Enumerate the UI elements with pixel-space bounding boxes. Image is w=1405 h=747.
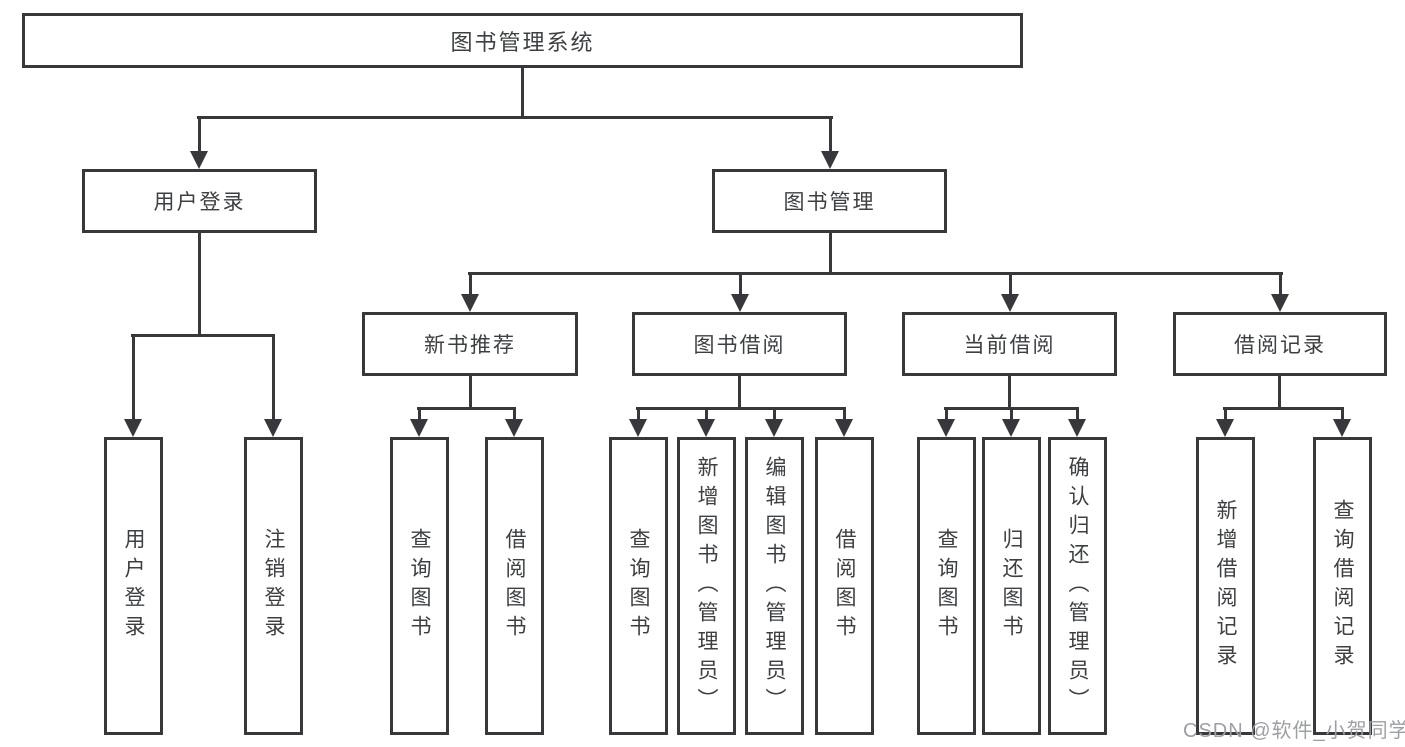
arrow-down-icon (461, 294, 479, 312)
leaf-borrow-books: 借阅图书 (815, 437, 874, 735)
node-current-borrow: 当前借阅 (902, 312, 1117, 376)
arrow-down-icon (821, 151, 839, 169)
arrow-down-icon (1216, 419, 1234, 437)
leaf-query-borrow-record: 查询借阅记录 (1313, 437, 1372, 735)
connector-line (637, 407, 640, 421)
arrow-down-icon (937, 419, 955, 437)
arrow-down-icon (731, 294, 749, 312)
connector-line (829, 116, 832, 153)
leaf-logout: 注销登录 (244, 437, 303, 735)
node-label: 查询图书 (935, 528, 958, 644)
connector-line (521, 68, 524, 118)
arrow-down-icon (190, 151, 208, 169)
arrow-down-icon (264, 419, 282, 437)
node-borrow-records: 借阅记录 (1173, 312, 1387, 376)
node-user-login: 用户登录 (82, 169, 317, 233)
leaf-return-books: 归还图书 (982, 437, 1041, 735)
connector-line (636, 407, 846, 410)
leaf-borrow-books-recommend: 借阅图书 (485, 437, 544, 735)
connector-line (417, 407, 516, 410)
arrow-down-icon (410, 419, 428, 437)
node-label: 当前借阅 (963, 334, 1056, 357)
node-book-borrow: 图书借阅 (632, 312, 847, 376)
node-label: 查询图书 (627, 528, 650, 644)
arrow-down-icon (1001, 294, 1019, 312)
leaf-confirm-return-admin: 确认归还（管理员） (1048, 437, 1107, 735)
arrow-down-icon (1333, 419, 1351, 437)
leaf-add-borrow-record: 新增借阅记录 (1196, 437, 1255, 735)
arrow-down-icon (765, 419, 783, 437)
node-label: 确认归还（管理员） (1066, 455, 1089, 717)
connector-line (1224, 407, 1227, 421)
leaf-query-books-borrow: 查询图书 (609, 437, 668, 735)
node-label: 编辑图书（管理员） (763, 455, 786, 717)
connector-line (1223, 407, 1344, 410)
arrow-down-icon (1002, 419, 1020, 437)
leaf-user-login: 用户登录 (104, 437, 163, 735)
node-label: 图书管理 (783, 191, 876, 214)
connector-line (469, 376, 472, 409)
node-book-management: 图书管理 (712, 169, 947, 233)
connector-line (198, 233, 201, 336)
connector-line (843, 407, 846, 421)
connector-line (1008, 376, 1011, 409)
node-new-book-recommend: 新书推荐 (362, 312, 578, 376)
leaf-add-books-admin: 新增图书（管理员） (677, 437, 736, 735)
connector-line (132, 334, 135, 421)
connector-line (705, 407, 708, 421)
node-label: 借阅图书 (503, 528, 526, 644)
connector-line (198, 116, 201, 153)
arrow-down-icon (1068, 419, 1086, 437)
connector-line (1076, 407, 1079, 421)
arrow-down-icon (835, 419, 853, 437)
connector-line (469, 272, 472, 296)
node-label: 借阅图书 (833, 528, 856, 644)
arrow-down-icon (629, 419, 647, 437)
connector-line (468, 272, 1283, 275)
connector-line (1278, 376, 1281, 409)
leaf-query-books-current: 查询图书 (917, 437, 976, 735)
connector-line (418, 407, 421, 421)
node-label: 新增借阅记录 (1214, 499, 1237, 673)
connector-line (1009, 272, 1012, 296)
connector-line (131, 334, 275, 337)
connector-line (829, 233, 832, 274)
connector-line (1010, 407, 1013, 421)
leaf-edit-books-admin: 编辑图书（管理员） (745, 437, 804, 735)
arrow-down-icon (1271, 294, 1289, 312)
csdn-watermark: CSDN @软件_小贺同学 (1183, 720, 1405, 742)
arrow-down-icon (505, 419, 523, 437)
node-label: 新增图书（管理员） (695, 455, 718, 717)
node-library-system: 图书管理系统 (22, 13, 1023, 68)
node-label: 图书借阅 (693, 334, 786, 357)
node-label: 图书管理系统 (450, 29, 595, 55)
connector-line (1341, 407, 1344, 421)
connector-line (739, 272, 742, 296)
leaf-query-books-recommend: 查询图书 (390, 437, 449, 735)
arrow-down-icon (124, 419, 142, 437)
node-label: 用户登录 (122, 528, 145, 644)
connector-line (945, 407, 948, 421)
node-label: 用户登录 (153, 191, 246, 214)
connector-line (513, 407, 516, 421)
connector-line (773, 407, 776, 421)
node-label: 借阅记录 (1234, 334, 1326, 357)
node-label: 归还图书 (1000, 528, 1023, 644)
connector-line (197, 116, 833, 119)
connector-line (272, 334, 275, 421)
connector-line (738, 376, 741, 409)
node-label: 查询借阅记录 (1331, 499, 1354, 673)
node-label: 新书推荐 (424, 334, 516, 357)
arrow-down-icon (697, 419, 715, 437)
connector-line (1279, 272, 1282, 296)
node-label: 查询图书 (408, 528, 431, 644)
node-label: 注销登录 (262, 528, 285, 644)
